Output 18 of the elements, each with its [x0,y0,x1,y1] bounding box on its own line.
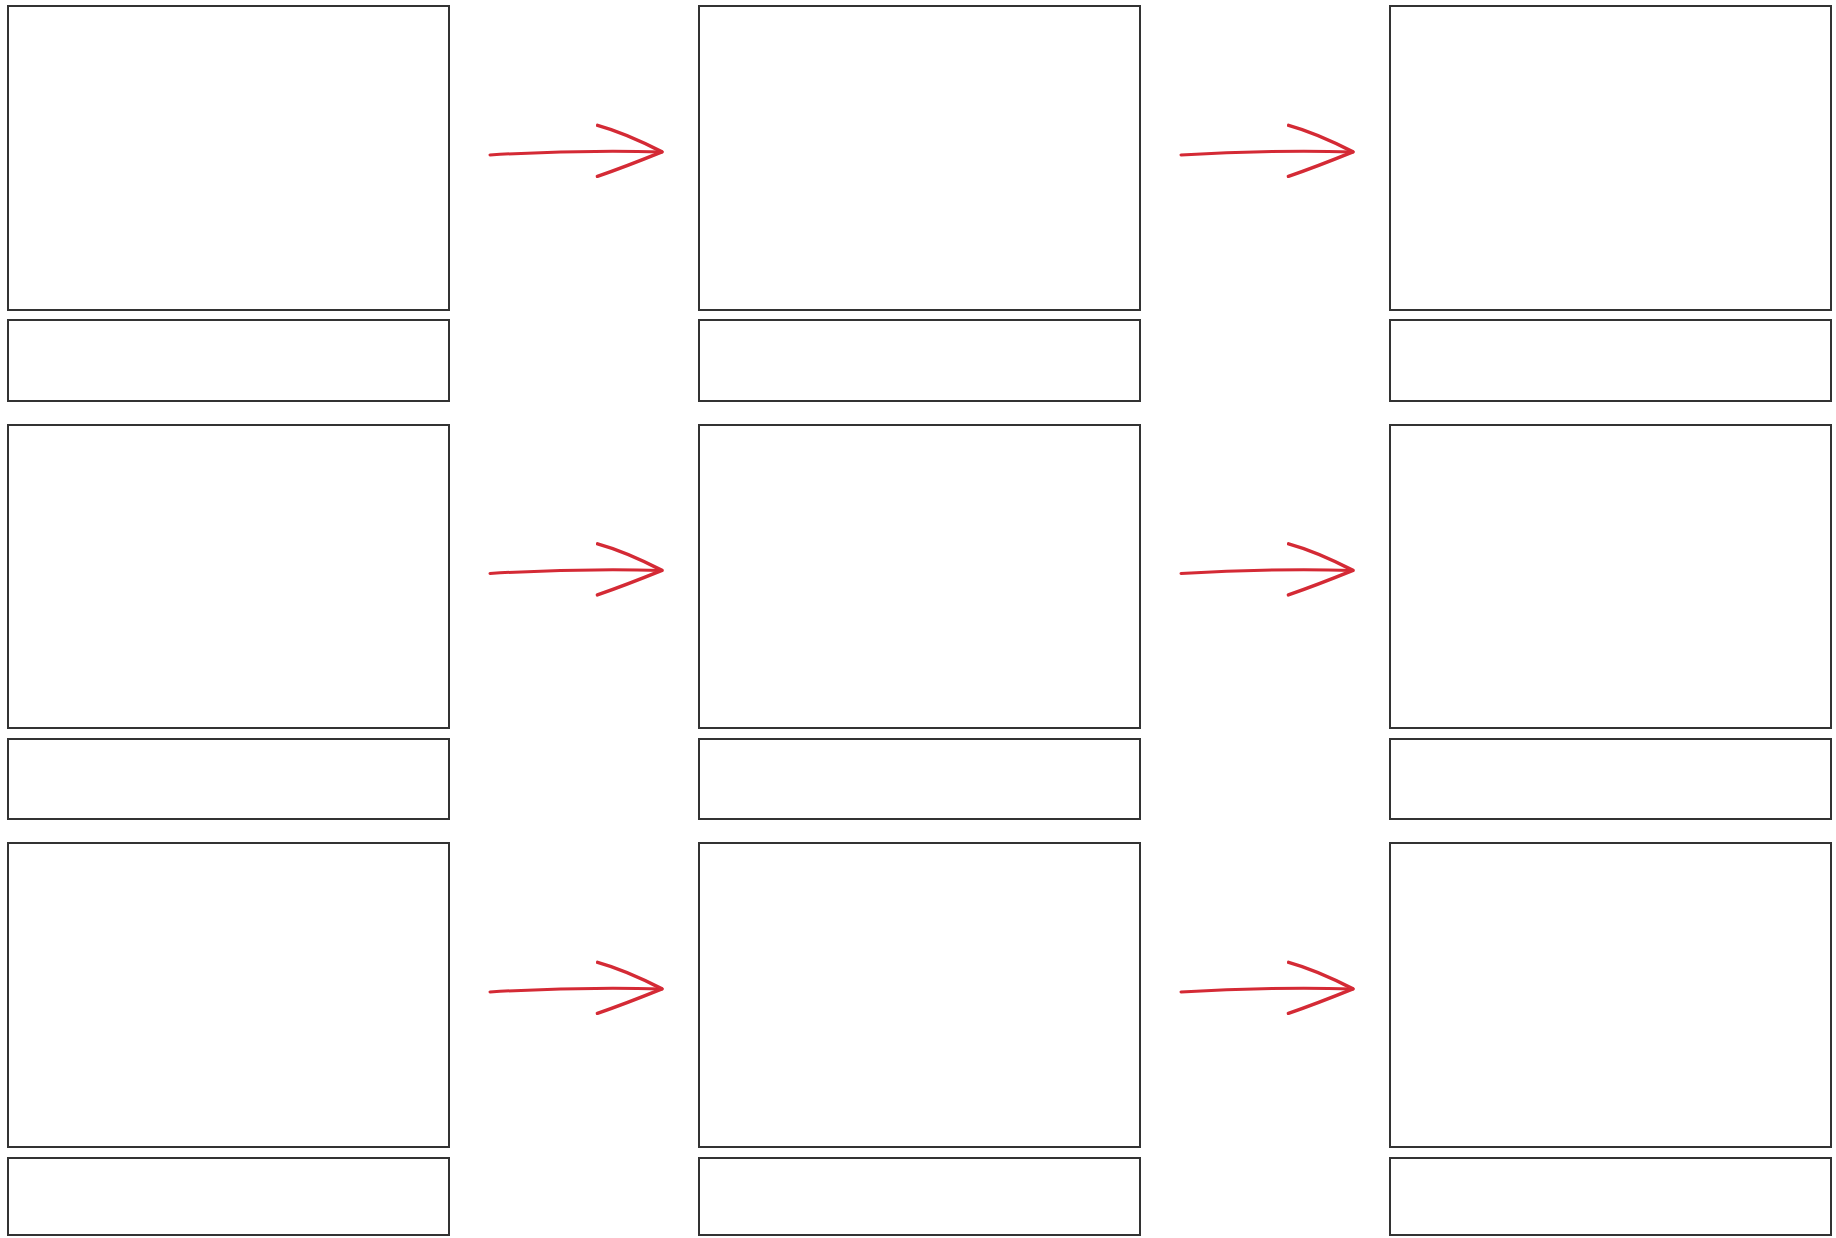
caption-box [1389,1157,1832,1236]
storyboard-frame [1389,842,1832,1148]
caption-box [1389,319,1832,402]
caption-box [698,319,1141,402]
storyboard-frame [698,5,1141,311]
caption-box [7,738,450,820]
caption-box [7,1157,450,1236]
caption-box [698,738,1141,820]
storyboard-frame [698,842,1141,1148]
storyboard-frame [7,424,450,729]
storyboard-frame [698,424,1141,729]
caption-box [698,1157,1141,1236]
storyboard-frame [7,5,450,311]
storyboard-frame [1389,424,1832,729]
storyboard-frame [1389,5,1832,311]
caption-box [1389,738,1832,820]
caption-box [7,319,450,402]
storyboard-frame [7,842,450,1148]
